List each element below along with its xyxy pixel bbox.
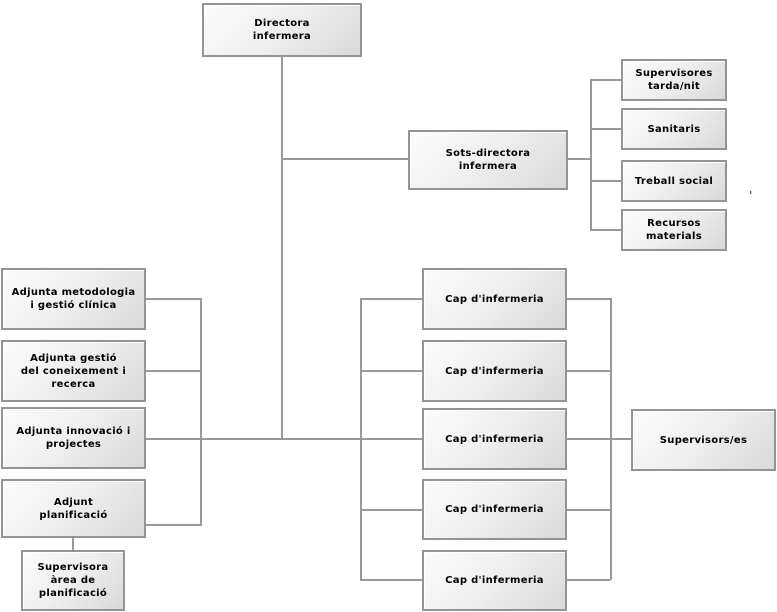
node-label: Cap d'infermeria [445, 365, 544, 377]
connector-cap4-right-stub [565, 509, 610, 511]
connector-cap2-right-stub [565, 370, 610, 372]
connector-cap1-right-stub [565, 298, 610, 300]
node-label: Cap d'infermeria [445, 293, 544, 305]
org-node-cap-infermeria-1: Cap d'infermeria [422, 268, 567, 330]
org-node-sanitaris: Sanitaris [621, 108, 727, 150]
connector-main-horizontal [145, 438, 361, 440]
connector-planificacio-to-supervisora [72, 536, 74, 550]
org-node-supervisora-planificacio: Supervisora àrea de planificació [21, 550, 125, 611]
node-label: Directora infermera [252, 18, 312, 42]
node-label: Sots-directora infermera [445, 148, 531, 172]
org-node-directora-infermera: Directora infermera [202, 3, 362, 57]
org-node-adjunta-innovacio: Adjunta innovació i projectes [1, 407, 146, 469]
org-node-adjunta-metodologia: Adjunta metodologia i gestió clínica [1, 268, 146, 330]
node-label: Sanitaris [647, 123, 701, 135]
node-label: Cap d'infermeria [445, 504, 544, 515]
org-node-cap-infermeria-2: Cap d'infermeria [422, 340, 567, 402]
org-node-supervisors-es: Supervisors/es [631, 409, 776, 471]
org-node-adjunt-planificacio: Adjunt planificació [1, 479, 146, 538]
connector-supervisores-stub [590, 79, 621, 81]
connector-adjunt-planificacio-stub [143, 524, 202, 526]
connector-root-spine [281, 57, 283, 439]
node-label: Adjunta metodologia i gestió clínica [11, 287, 136, 311]
node-label: Treball social [634, 175, 714, 187]
connector-cap5-right-stub [565, 579, 610, 581]
connector-cap3-to-supervisors [565, 438, 631, 440]
org-node-recursos-materials: Recursos materials [621, 209, 727, 251]
org-node-sots-directora: Sots-directora infermera [408, 130, 568, 190]
org-node-cap-infermeria-3: Cap d'infermeria [422, 408, 567, 470]
org-node-treball-social: Treball social [621, 160, 727, 202]
org-node-adjunta-gestio-coneixement: Adjunta gestió del coneixement i recerca [1, 340, 146, 402]
node-label: Recursos materials [646, 218, 702, 242]
connector-cap4-left-stub [360, 509, 422, 511]
connector-left-spine [200, 298, 202, 526]
connector-treball-social-stub [590, 180, 621, 182]
connector-sanitaris-stub [590, 128, 621, 130]
connector-root-to-deputy [281, 158, 408, 160]
org-node-cap-infermeria-5: Cap d'infermeria [422, 550, 567, 611]
connector-recursos-stub [590, 229, 621, 231]
node-label: Supervisors/es [659, 434, 748, 446]
connector-deputy-to-spine [566, 158, 592, 160]
node-label: Adjunta gestió del coneixement i recerca [20, 352, 127, 390]
stray-mark: ' [749, 189, 753, 202]
connector-adjunta-metodologia-stub [145, 298, 201, 300]
org-node-supervisores-tarda-nit: Supervisores tarda/nit [621, 59, 727, 101]
node-label: Adjunta innovació i projectes [16, 426, 131, 450]
connector-cap2-left-stub [360, 370, 422, 372]
org-node-cap-infermeria-4: Cap d'infermeria [422, 479, 567, 540]
node-label: Adjunt planificació [39, 496, 108, 521]
connector-deputy-children-spine [590, 79, 592, 231]
connector-cap1-left-stub [360, 298, 422, 300]
connector-cap5-left-stub [360, 579, 422, 581]
node-label: Supervisores tarda/nit [635, 68, 713, 92]
connector-cap3-left-stub [360, 438, 422, 440]
node-label: Cap d'infermeria [445, 575, 544, 586]
connector-adjunta-gestio-stub [145, 370, 201, 372]
node-label: Cap d'infermeria [445, 433, 544, 445]
node-label: Supervisora àrea de planificació [37, 562, 109, 599]
